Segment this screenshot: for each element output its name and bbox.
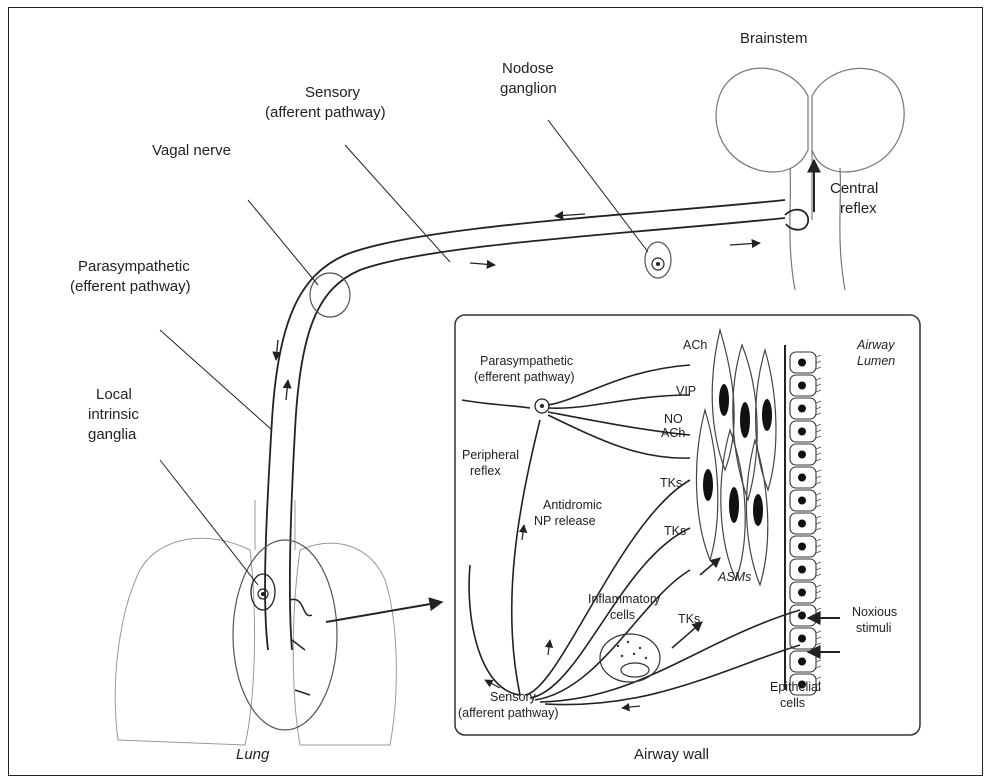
airway-lumen-label-1: Airway xyxy=(857,338,895,353)
vagal-nerve-label: Vagal nerve xyxy=(152,142,231,160)
afferent-arrow xyxy=(470,263,495,265)
cilia xyxy=(816,654,821,668)
peripheral-reflex-2: reflex xyxy=(470,464,501,479)
epithelial-nucleus xyxy=(798,566,806,574)
sensory-label-1: Sensory xyxy=(305,84,360,102)
cilia xyxy=(816,585,821,599)
inset-sensory-2: (afferent pathway) xyxy=(458,706,559,721)
nodose-ganglion xyxy=(645,242,671,278)
cilia xyxy=(816,378,821,392)
sensory-label-2: (afferent pathway) xyxy=(265,104,386,122)
epithelial-label-2: cells xyxy=(780,696,805,711)
central-reflex-label-1: Central xyxy=(830,180,878,198)
local-ganglia-label-2: intrinsic xyxy=(88,406,139,424)
central-synapse xyxy=(785,210,808,230)
epithelial-nucleus xyxy=(798,520,806,528)
cilia xyxy=(816,401,821,415)
tks-label-3: TKs xyxy=(678,612,700,627)
cilia xyxy=(816,608,821,622)
epithelium xyxy=(785,345,821,695)
cilia xyxy=(816,631,821,645)
ach-label-2: ACh xyxy=(661,426,685,441)
local-ganglia-label-3: ganglia xyxy=(88,426,136,444)
epithelial-nucleus xyxy=(798,543,806,551)
epithelial-nucleus xyxy=(798,658,806,666)
antidromic-label-2: NP release xyxy=(534,514,596,529)
epithelial-nucleus xyxy=(798,428,806,436)
inflammatory-label-2: cells xyxy=(610,608,635,623)
cilia xyxy=(816,562,821,576)
vagal-nerve xyxy=(265,200,785,650)
peripheral-reflex-1: Peripheral xyxy=(462,448,519,463)
airway-wall-label: Airway wall xyxy=(634,746,709,764)
inflammatory-cell xyxy=(600,634,660,682)
afferent-arrow xyxy=(286,380,288,400)
afferent-inset-arrow xyxy=(622,706,640,708)
cilia xyxy=(816,470,821,484)
inset-ganglion-nucleus xyxy=(540,404,544,408)
afferent-inset-arrow xyxy=(548,640,550,655)
inset-sensory-1: Sensory xyxy=(490,690,536,705)
inset-parasympathetic-2: (efferent pathway) xyxy=(474,370,575,385)
cilia xyxy=(816,516,821,530)
noxious-label-2: stimuli xyxy=(856,621,891,636)
noxious-label-1: Noxious xyxy=(852,605,897,620)
nodose-nucleus xyxy=(656,262,660,266)
ach-label-1: ACh xyxy=(683,338,707,353)
epithelial-nucleus xyxy=(798,635,806,643)
parasympathetic-label-1: Parasympathetic xyxy=(78,258,190,276)
airway-lumen-label-2: Lumen xyxy=(857,354,895,369)
epithelial-nucleus xyxy=(798,612,806,620)
airway-smooth-muscle xyxy=(696,330,776,585)
cilia xyxy=(816,539,821,553)
antidromic-arrow xyxy=(522,525,524,540)
efferent-arrow xyxy=(555,214,585,216)
epithelial-nucleus xyxy=(798,497,806,505)
central-reflex-label-2: reflex xyxy=(840,200,877,218)
cilia xyxy=(816,424,821,438)
intrinsic-nucleus xyxy=(261,592,265,596)
inset-parasympathetic-1: Parasympathetic xyxy=(480,354,573,369)
tks-label-1: TKs xyxy=(660,476,682,491)
inflammatory-label-1: Inflammatory xyxy=(588,592,660,607)
epithelial-nucleus xyxy=(798,405,806,413)
lung-zoom-ellipse xyxy=(233,540,337,730)
cilia xyxy=(816,493,821,507)
lung-label: Lung xyxy=(236,746,269,764)
afferent-arrow xyxy=(730,243,760,245)
epithelial-nucleus xyxy=(798,589,806,597)
epithelial-nucleus xyxy=(798,451,806,459)
tks-label-2: TKs xyxy=(664,524,686,539)
lung-outline xyxy=(115,500,396,745)
local-ganglia-label-1: Local xyxy=(96,386,132,404)
granules xyxy=(617,641,647,659)
vagal-nerve-ring xyxy=(310,273,350,317)
parasympathetic-label-2: (efferent pathway) xyxy=(70,278,191,296)
epithelial-label-1: Epithelial xyxy=(770,680,821,695)
nodose-label-2: ganglion xyxy=(500,80,557,98)
cilia xyxy=(816,355,821,369)
antidromic-label-1: Antidromic xyxy=(543,498,602,513)
zoom-arrow xyxy=(326,602,442,622)
no-label: NO xyxy=(664,412,683,427)
cilia xyxy=(816,447,821,461)
efferent-arrow xyxy=(276,340,278,360)
epithelial-nucleus xyxy=(798,359,806,367)
nodose-label-1: Nodose xyxy=(502,60,554,78)
vip-label: VIP xyxy=(676,384,696,399)
asms-label: ASMs xyxy=(718,570,751,585)
brainstem-label: Brainstem xyxy=(740,30,808,48)
epithelial-nucleus xyxy=(798,474,806,482)
epithelial-nucleus xyxy=(798,382,806,390)
